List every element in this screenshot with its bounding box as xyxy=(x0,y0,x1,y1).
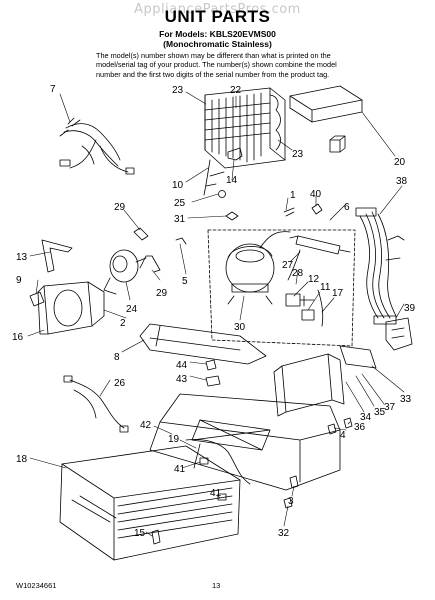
part-wiring-26 xyxy=(63,375,129,433)
part-fan-shroud xyxy=(37,281,105,335)
part-condenser-coil xyxy=(203,87,286,196)
callout-number: 5 xyxy=(182,276,188,287)
part-screw-31 xyxy=(225,211,239,221)
page-title: UNIT PARTS xyxy=(164,7,271,26)
callout-number: 2 xyxy=(120,318,126,329)
callout-number: 20 xyxy=(394,157,406,168)
part-connector-41 xyxy=(217,493,227,501)
callout-number: 44 xyxy=(176,360,188,371)
callout-number: 10 xyxy=(172,180,184,191)
callout-number: 41 xyxy=(174,464,186,475)
callout-number: 15 xyxy=(134,528,146,539)
callout-number: 40 xyxy=(310,189,322,200)
part-grommet-44 xyxy=(205,359,217,371)
callout-number: 6 xyxy=(344,202,350,213)
callout-number: 24 xyxy=(126,304,138,315)
part-cord-17 xyxy=(317,289,324,327)
part-bottom-grille xyxy=(59,445,241,561)
callout-number: 31 xyxy=(174,214,186,225)
callout-number: 39 xyxy=(404,303,416,314)
part-grommet-40 xyxy=(311,203,323,215)
callout-number: 35 xyxy=(374,407,386,418)
callout-number: 26 xyxy=(114,378,126,389)
callout-number: 36 xyxy=(354,422,366,433)
callout-number: 14 xyxy=(226,175,238,186)
part-bracket-39 xyxy=(385,317,413,351)
callout-number: 33 xyxy=(400,394,412,405)
callout-number: 34 xyxy=(360,412,372,423)
callout-number: 23 xyxy=(172,85,184,96)
callout-leaders xyxy=(27,91,405,537)
part-drain-trough xyxy=(289,85,363,123)
callout-number: 28 xyxy=(292,268,304,279)
callout-number: 8 xyxy=(114,352,120,363)
part-grommet-right xyxy=(329,135,346,153)
part-screw-36 xyxy=(343,417,353,429)
callout-number: 4 xyxy=(340,430,346,441)
callout-number: 7 xyxy=(50,84,56,95)
callout-number: 16 xyxy=(12,332,24,343)
watermark: AppliancePartsPros.com xyxy=(134,2,301,17)
part-screw-43 xyxy=(205,375,221,387)
callout-number: 9 xyxy=(16,275,22,286)
variant-line: (Monochromatic Stainless) xyxy=(163,39,272,49)
part-screw-4 xyxy=(327,423,337,435)
callout-number: 29 xyxy=(156,288,168,299)
callout-number: 30 xyxy=(234,322,246,333)
callout-number: 18 xyxy=(16,454,28,465)
part-base-pan xyxy=(149,393,341,491)
part-screw-5 xyxy=(175,237,187,245)
part-cover-plate xyxy=(339,345,377,369)
callout-number: 41 xyxy=(210,488,222,499)
part-harness-38 xyxy=(355,207,405,325)
callout-number: 19 xyxy=(168,434,180,445)
callout-number: 23 xyxy=(292,149,304,160)
part-screw-3 xyxy=(289,475,299,489)
callout-number: 42 xyxy=(140,420,152,431)
callout-number: 1 xyxy=(290,190,296,201)
callout-number: 37 xyxy=(384,402,396,413)
part-clip xyxy=(227,147,243,161)
callout-number: 12 xyxy=(308,274,320,285)
callout-number: 11 xyxy=(320,282,331,293)
model-number-note: The model(s) number shown may be differe… xyxy=(96,51,337,79)
part-screw-25 xyxy=(218,190,226,198)
part-bar-13 xyxy=(41,239,73,273)
part-fan-motor xyxy=(103,249,147,295)
part-relay xyxy=(285,293,301,307)
callout-number: 3 xyxy=(288,496,294,507)
compressor-group-outline xyxy=(207,229,356,347)
part-harness-19 xyxy=(185,439,251,485)
part-compressor xyxy=(225,231,291,305)
part-support-8 xyxy=(139,323,267,365)
part-clip-29 xyxy=(133,227,149,241)
models-line: For Models: KBLS20EVMS00 xyxy=(159,29,276,39)
part-screw-15 xyxy=(151,529,161,545)
page-number: 13 xyxy=(212,581,221,590)
callout-number: 38 xyxy=(396,176,408,187)
callout-number: 27 xyxy=(282,260,294,271)
part-bracket-29 xyxy=(139,255,161,273)
callout-number: 22 xyxy=(230,85,242,96)
part-screw-32 xyxy=(283,497,293,509)
callout-number: 13 xyxy=(16,252,28,263)
part-grommet-9 xyxy=(29,291,45,307)
callout-number: 25 xyxy=(174,198,186,209)
part-overload xyxy=(301,309,315,321)
document-number: W10234661 xyxy=(16,581,57,590)
part-control-housing xyxy=(273,353,345,417)
callout-number: 43 xyxy=(176,374,188,385)
part-wire-harness xyxy=(59,117,135,175)
callout-number: 32 xyxy=(278,528,290,539)
callout-number: 17 xyxy=(332,288,344,299)
part-screw-1 xyxy=(283,207,295,217)
callout-number: 29 xyxy=(114,202,126,213)
